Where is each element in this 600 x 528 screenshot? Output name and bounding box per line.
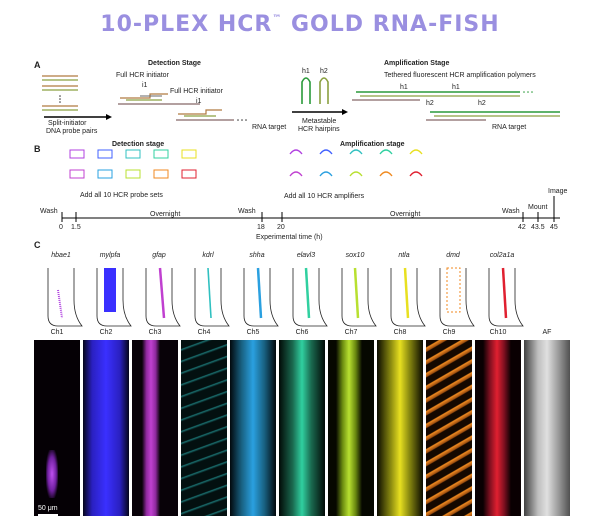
channel-image-af: [524, 340, 570, 516]
scale-bar-label: 50 μm: [38, 505, 58, 512]
time-axis-label: Experimental time (h): [256, 234, 323, 241]
i1-label-1: i1: [142, 82, 148, 89]
polymer-h1-label-a: h1: [400, 84, 408, 91]
detection-stage-heading: Detection Stage: [148, 60, 201, 67]
rna-target-label-2: RNA target: [492, 124, 527, 131]
wash-label-3: Wash: [502, 208, 520, 215]
detection-stage-subheading: Detection stage: [112, 141, 165, 148]
h1-label: h1: [302, 68, 310, 75]
channel-image-4: [181, 340, 227, 516]
channel-image-10: [475, 340, 521, 516]
polymer-h2-label-a: h2: [426, 100, 434, 107]
gene-label-col2a1a: col2a1a: [489, 252, 515, 259]
channel-image-5: [230, 340, 276, 516]
gene-label-kdrl: kdrl: [202, 252, 214, 259]
channel-label-6: Ch6: [295, 329, 309, 336]
channel-label-3: Ch3: [148, 329, 162, 336]
scale-bar: [38, 514, 58, 516]
channel-image-2: [83, 340, 129, 516]
rna-target-label-1: RNA target: [252, 124, 287, 131]
dna-probe-pairs-label: DNA probe pairs: [46, 128, 98, 135]
gene-label-mylpfa: mylpfa: [99, 252, 121, 259]
gene-label-ntla: ntla: [398, 252, 410, 259]
metastable-label: Metastable: [302, 118, 337, 125]
tick-0: 0: [59, 224, 63, 231]
tail-schematics: [47, 267, 524, 327]
channel-label-8: Ch8: [393, 329, 407, 336]
gene-label-elavl3: elavl3: [296, 252, 316, 259]
probe-sets-graphic: [69, 149, 197, 179]
gene-label-dmd: dmd: [446, 252, 460, 259]
channel-image-6: [279, 340, 325, 516]
timeline-axis: [61, 196, 560, 222]
overnight-label-2: Overnight: [390, 211, 421, 218]
channel-label-7: Ch7: [344, 329, 358, 336]
wash-label-1: Wash: [40, 208, 58, 215]
channel-image-9: [426, 340, 472, 516]
tick-43-5: 43.5: [531, 224, 545, 231]
image-label: Image: [548, 188, 568, 195]
page-title: 10-PLEX HCR™ GOLD RNA-FISH: [100, 12, 500, 37]
full-initiator-label-2: Full HCR initiator: [170, 88, 223, 95]
tick-42: 42: [518, 224, 526, 231]
channel-label-2: Ch2: [99, 329, 113, 336]
channel-image-3: [132, 340, 178, 516]
h2-label: h2: [320, 68, 328, 75]
add-probes-label: Add all 10 HCR probe sets: [80, 192, 163, 199]
amplification-polymer-graphic: [352, 91, 560, 121]
detection-binding-graphic: [118, 93, 247, 121]
tick-18: 18: [257, 224, 265, 231]
hcr-hairpins-label: HCR hairpins: [298, 126, 340, 133]
i1-label-2: i1: [196, 98, 202, 105]
gene-label-hbae1: hbae1: [51, 252, 71, 259]
channel-label-1: Ch1: [50, 329, 64, 336]
polymer-h2-label-b: h2: [478, 100, 486, 107]
channel-image-1: [34, 340, 80, 516]
gene-label-sox10: sox10: [345, 252, 365, 259]
add-amplifiers-label: Add all 10 HCR amplifiers: [284, 193, 365, 200]
gene-label-shha: shha: [249, 252, 265, 259]
mount-label: Mount: [528, 204, 548, 211]
channel-label-af: AF: [542, 329, 552, 336]
tick-45: 45: [550, 224, 558, 231]
amplifiers-graphic: [289, 149, 423, 177]
channel-label-10: Ch10: [489, 329, 507, 336]
channel-image-8: [377, 340, 423, 516]
overnight-label-1: Overnight: [150, 211, 181, 218]
full-initiator-label-1: Full HCR initiator: [116, 72, 169, 79]
wash-label-2: Wash: [238, 208, 256, 215]
panel-a-letter: A: [34, 60, 41, 70]
split-initiator-label: Split-initiator: [48, 120, 87, 127]
channel-label-9: Ch9: [442, 329, 456, 336]
panel-c-letter: C: [34, 240, 41, 250]
tick-20: 20: [277, 224, 285, 231]
channel-image-7: [328, 340, 374, 516]
amplification-stage-heading: Amplification Stage: [384, 60, 450, 67]
channel-label-4: Ch4: [197, 329, 211, 336]
gene-label-gfap: gfap: [152, 252, 166, 259]
hairpins-graphic: [292, 77, 348, 115]
polymer-h1-label-b: h1: [452, 84, 460, 91]
channel-label-5: Ch5: [246, 329, 260, 336]
amplification-stage-subheading: Amplification stage: [340, 141, 405, 148]
panel-b-letter: B: [34, 144, 41, 154]
tick-1-5: 1.5: [71, 224, 81, 231]
tethered-polymers-label: Tethered fluorescent HCR amplification p…: [384, 72, 536, 79]
probe-pairs-graphic: [42, 75, 112, 120]
